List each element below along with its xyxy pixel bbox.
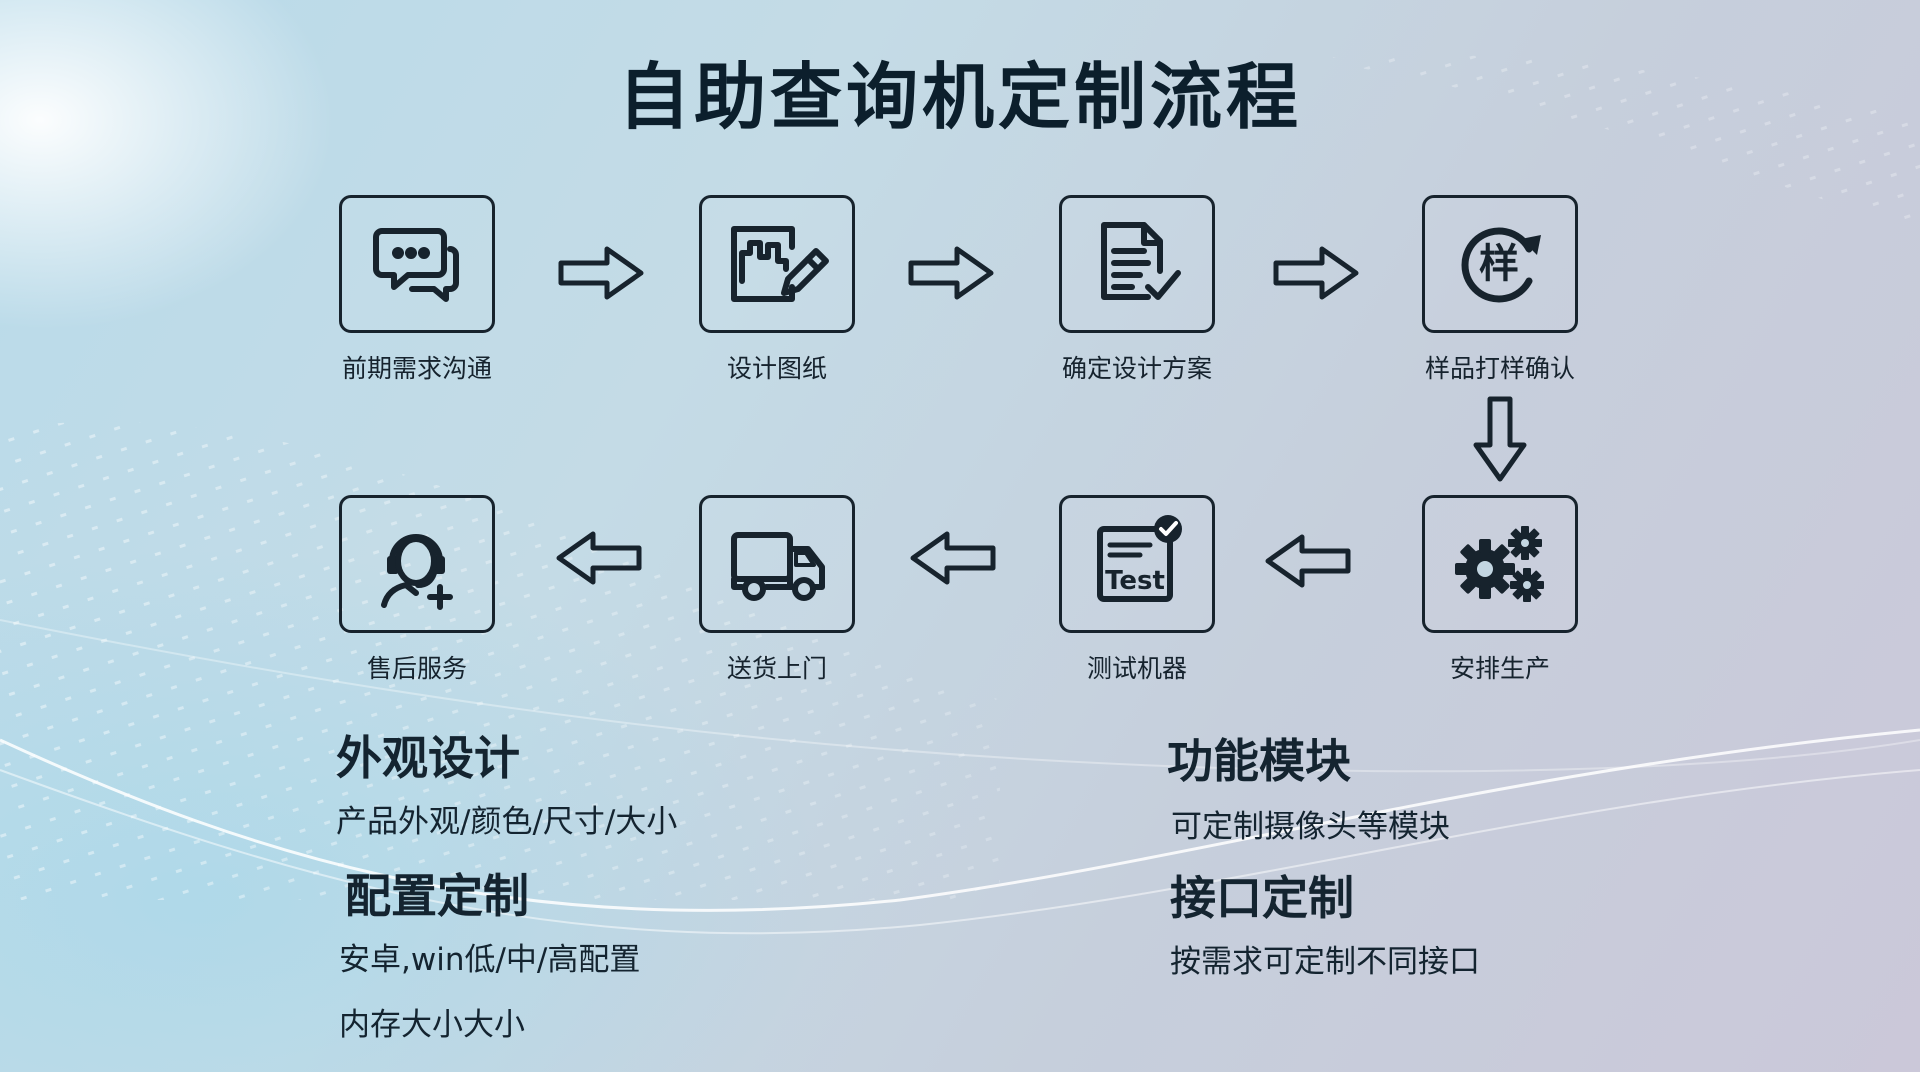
arrow-left-icon [556,531,642,585]
sample-rotate-icon: 样 [1461,227,1541,303]
step-label: 送货上门 [726,654,827,683]
arrow-right-icon [908,246,994,300]
document-check-icon [1101,222,1181,300]
arrow-right-icon [1273,246,1359,300]
step-icon-box [699,495,855,633]
step-icon-box [1422,495,1578,633]
step-icon-box [339,195,495,333]
step-label: 前期需求沟通 [341,354,492,383]
section-function-modules: 功能模块 可定制摄像头等模块 [1167,725,1450,846]
step-label: 设计图纸 [726,354,827,383]
gears-icon [1455,526,1544,602]
section-interface-custom: 接口定制 按需求可定制不同接口 [1170,862,1480,981]
section-title: 接口定制 [1170,871,1354,925]
step-production: 安排生产 [1390,495,1610,685]
page-title: 自助查询机定制流程 [617,55,1302,139]
step-after-sales: 售后服务 [307,495,527,685]
step-design-drawing: 设计图纸 [667,195,887,385]
arrow-left-icon [910,531,996,585]
test-check-icon: Test [1097,515,1182,602]
section-title: 配置定制 [345,869,529,923]
step-label: 测试机器 [1086,654,1187,683]
step-machine-testing: Test 测试机器 [1027,495,1247,685]
step-icon-box [339,495,495,633]
step-label: 安排生产 [1449,654,1550,683]
step-sample-confirmation: 样 样品打样确认 [1390,195,1610,385]
drawing-pencil-icon [731,226,829,302]
section-text: 产品外观/颜色/尺寸/大小 [336,804,678,840]
section-text: 按需求可定制不同接口 [1170,944,1480,980]
chat-bubbles-icon [373,228,459,302]
step-label: 样品打样确认 [1424,354,1575,383]
step-confirm-design: 确定设计方案 [1027,195,1247,385]
step-icon-box: 样 [1422,195,1578,333]
section-text: 可定制摄像头等模块 [1171,809,1450,845]
delivery-truck-icon [731,532,825,601]
step-label: 确定设计方案 [1061,354,1212,383]
step-label: 售后服务 [366,654,467,683]
step-icon-box: Test [1059,495,1215,633]
section-config-custom: 配置定制 安卓,win低/中/高配置 内存大小大小 [339,860,640,1044]
arrow-down-icon [1473,396,1527,482]
step-icon-box [699,195,855,333]
arrow-left-icon [1265,534,1351,588]
section-title: 外观设计 [336,731,520,785]
section-title: 功能模块 [1167,734,1351,788]
sample-badge-text: 样 [1479,241,1519,287]
test-badge-text: Test [1105,566,1165,596]
section-text: 安卓,win低/中/高配置 [339,942,641,978]
arrow-right-icon [558,246,644,300]
step-delivery: 送货上门 [667,495,887,685]
section-text: 内存大小大小 [339,1007,525,1043]
customer-service-icon [381,534,453,610]
section-appearance-design: 外观设计 产品外观/颜色/尺寸/大小 [336,722,677,841]
step-icon-box [1059,195,1215,333]
step-requirement-communication: 前期需求沟通 [307,195,527,385]
